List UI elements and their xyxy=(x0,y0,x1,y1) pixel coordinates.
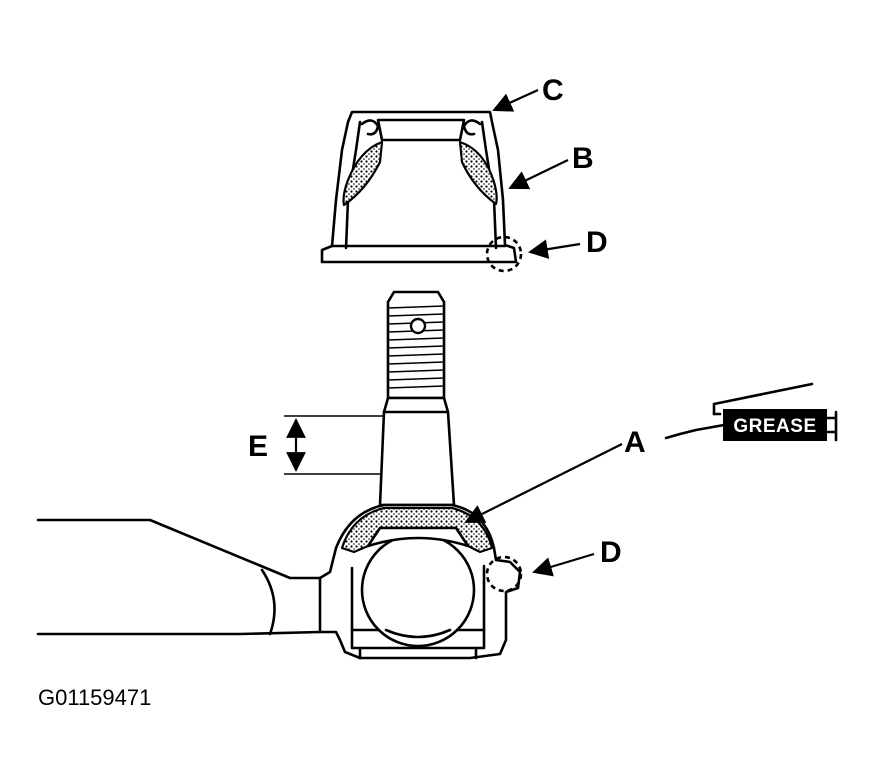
label-d-top: D xyxy=(586,226,608,259)
ball-stud xyxy=(378,290,456,507)
grease-gun: GREASE xyxy=(664,382,838,442)
figure-code: G01159471 xyxy=(38,685,151,710)
leader-c xyxy=(492,88,539,112)
dust-boot xyxy=(320,110,518,264)
label-c: C xyxy=(542,74,564,107)
detail-circle-bottom xyxy=(485,555,523,593)
label-d-bottom: D xyxy=(600,536,622,569)
label-b: B xyxy=(572,142,594,175)
leader-d-top xyxy=(528,239,581,259)
leader-d-bottom xyxy=(532,552,595,577)
leader-a xyxy=(464,443,623,523)
detail-circle-top xyxy=(485,235,523,273)
label-a: A xyxy=(624,426,646,459)
dimension-e xyxy=(284,415,384,475)
grease-label: GREASE xyxy=(733,416,816,437)
leader-b xyxy=(508,159,569,190)
label-e: E xyxy=(248,430,268,463)
tie-rod-end-housing xyxy=(36,503,522,660)
